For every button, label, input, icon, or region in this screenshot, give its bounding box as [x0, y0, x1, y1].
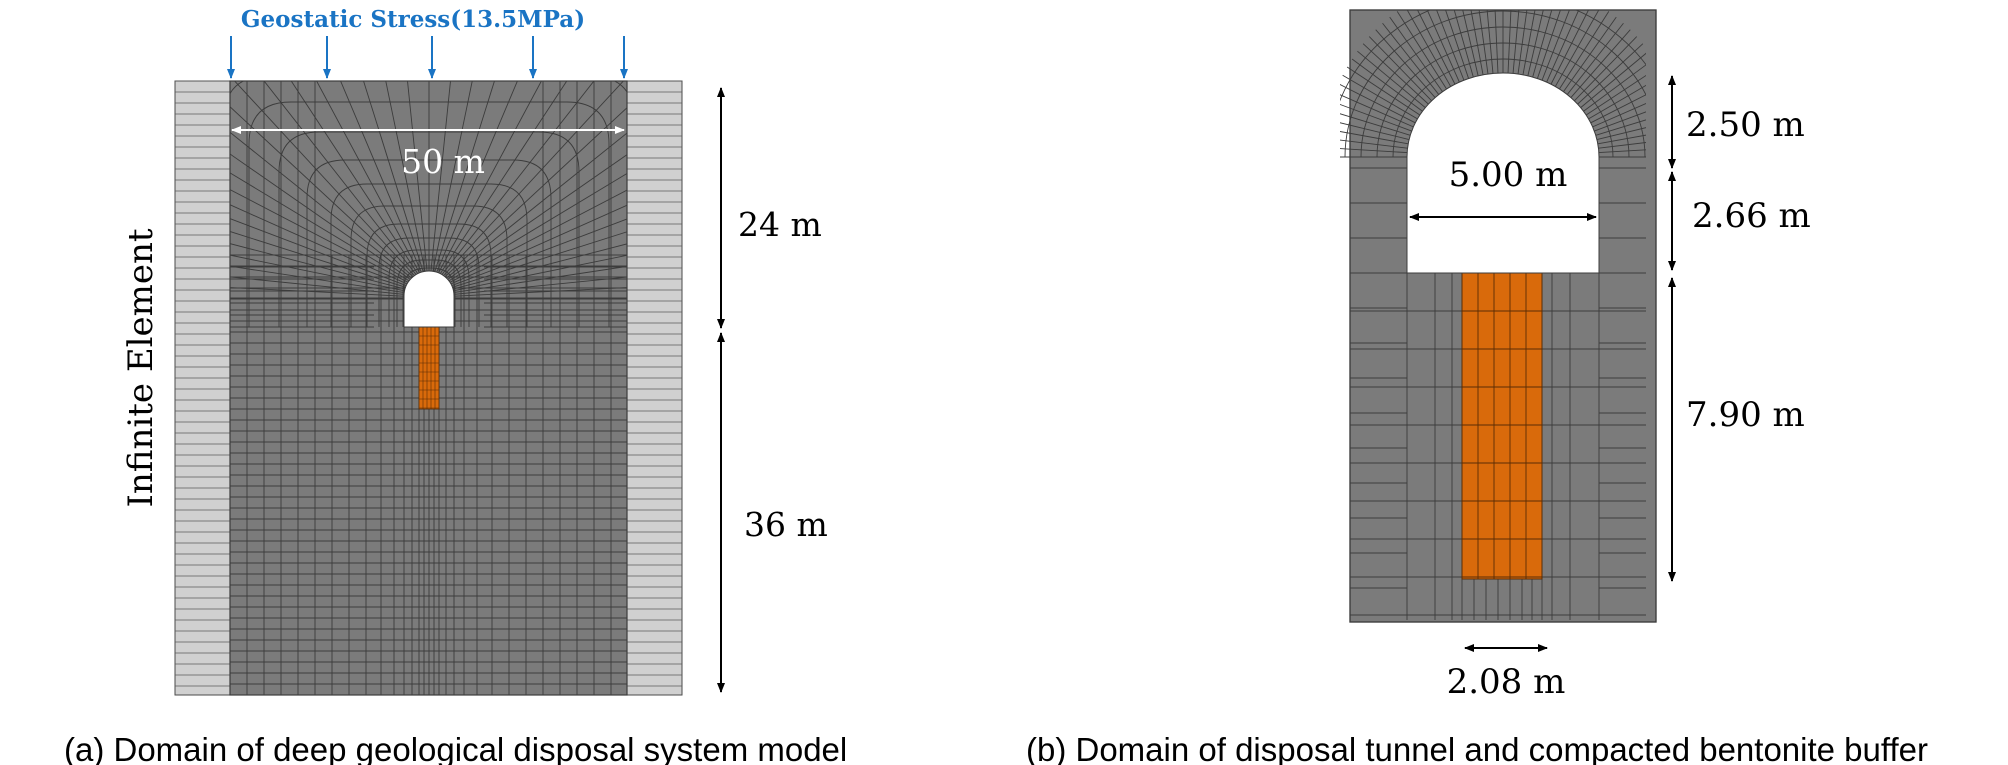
caption-b: (b) Domain of disposal tunnel and compac…	[1026, 731, 1928, 765]
buffer-width-label: 2.08 m	[1447, 662, 1566, 702]
hole-depth-label: 7.90 m	[1686, 395, 1805, 435]
caption-a: (a) Domain of deep geological disposal s…	[64, 731, 847, 765]
infinite-element-left	[174, 80, 231, 696]
buffer-block-a	[418, 326, 440, 410]
crown-height-label: 2.50 m	[1686, 105, 1805, 145]
infinite-element-label: Infinite Element	[121, 228, 161, 507]
wall-height-label: 2.66 m	[1692, 196, 1811, 236]
tunnel-opening-b	[1406, 72, 1600, 274]
load-label: Geostatic Stress(13.5MPa)	[241, 6, 585, 33]
tunnel-opening-a	[403, 270, 455, 328]
panel-b-model: 5.00 m 2.50 m 2.66 m 7.90 m 2.08 m	[1340, 9, 1811, 702]
lower-height-label: 36 m	[744, 505, 828, 544]
buffer-block-b	[1461, 272, 1543, 580]
tunnel-width-label: 5.00 m	[1449, 155, 1568, 195]
upper-height-label: 24 m	[738, 205, 822, 244]
infinite-element-right	[626, 80, 683, 696]
width-label-a: 50 m	[401, 142, 485, 181]
panel-a-model: Geostatic Stress(13.5MPa) 50 m Infinite …	[121, 6, 828, 696]
load-arrows	[227, 36, 628, 79]
